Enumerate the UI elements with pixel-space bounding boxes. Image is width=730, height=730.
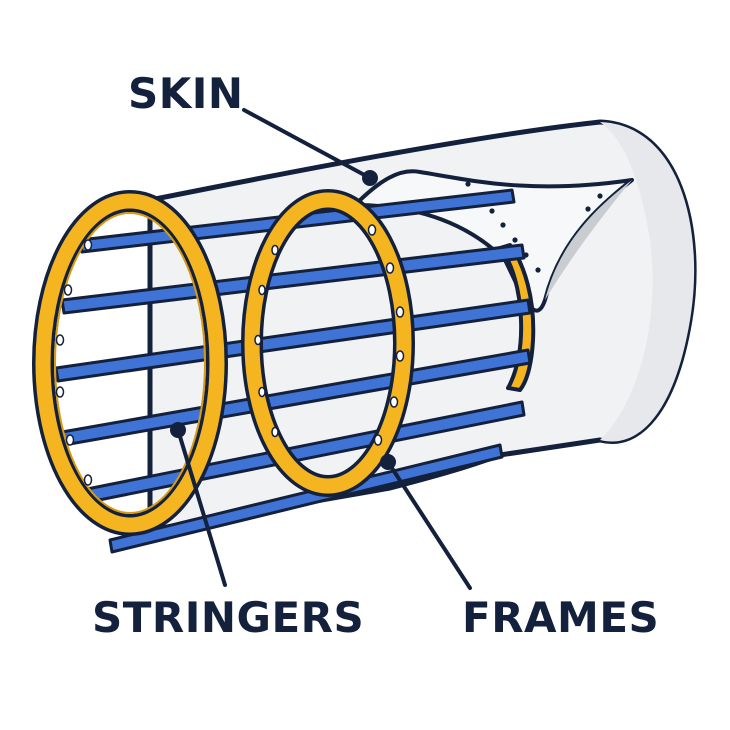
frames-leader-line (386, 460, 472, 590)
frame-middle-holes (254, 224, 405, 446)
frame-front (32, 190, 228, 536)
skin-leader-dot (362, 170, 378, 186)
stringer-2 (60, 243, 526, 315)
skin-end-shade (600, 122, 695, 442)
callouts (170, 108, 472, 590)
frame-front-holes (55, 239, 93, 486)
stringers-leader-dot (170, 422, 186, 438)
frames-leader-dot (380, 454, 396, 470)
stringers-leader-line (176, 428, 227, 587)
stringers-label: STRINGERS (92, 593, 364, 642)
frame-middle (241, 189, 415, 497)
skin-label: SKIN (128, 69, 244, 118)
frames (32, 189, 415, 536)
skin-rivets (465, 181, 603, 273)
skin-leader-line (242, 108, 372, 180)
frames-label: FRAMES (462, 593, 659, 642)
